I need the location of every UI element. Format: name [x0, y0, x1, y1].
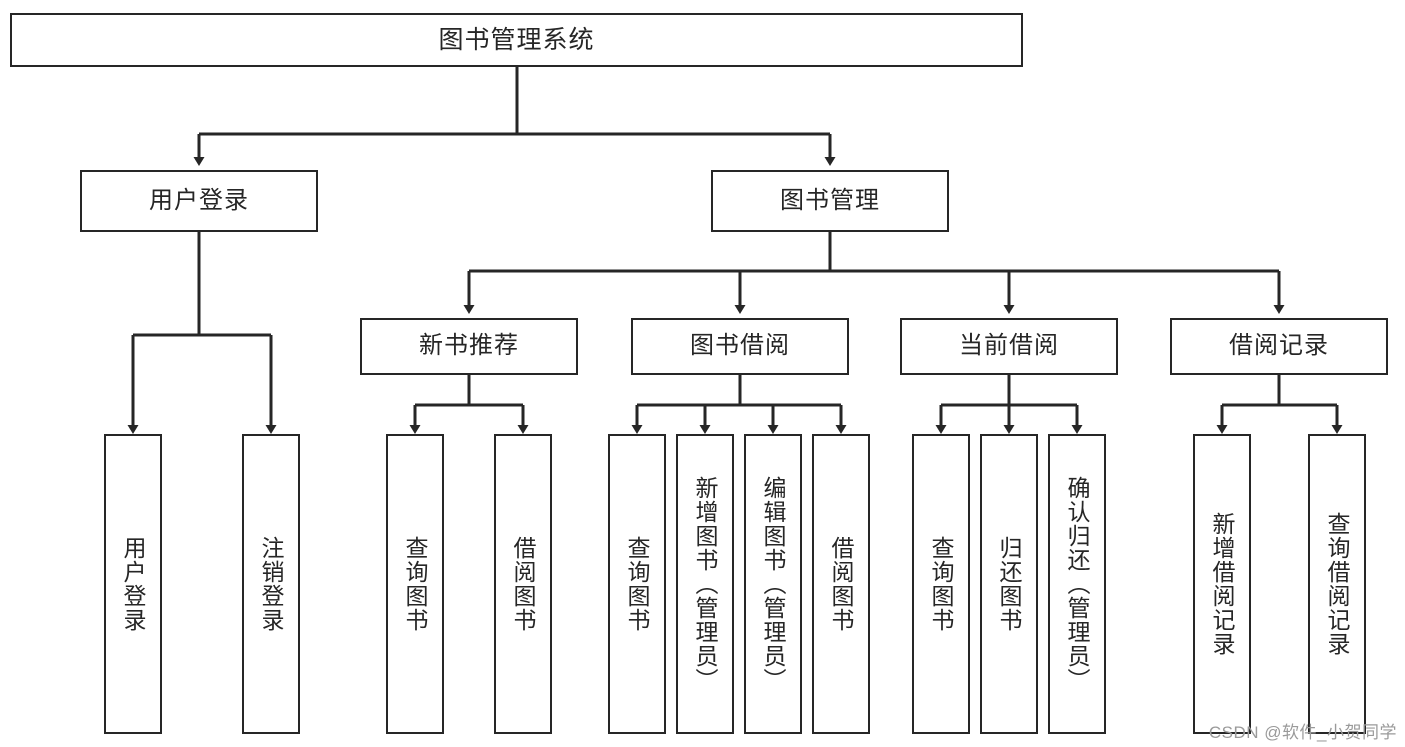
leaf-borrow-record-2-label: 查询借阅记录	[1324, 512, 1351, 656]
leaf-user-login-1[interactable]: 用户登录	[104, 434, 162, 734]
leaf-borrow-record-1[interactable]: 新增借阅记录	[1193, 434, 1251, 734]
leaf-book-borrow-3-label: 编辑图书（管理员）	[760, 476, 787, 692]
node-book-borrow[interactable]: 图书借阅	[631, 318, 849, 375]
leaf-user-login-2[interactable]: 注销登录	[242, 434, 300, 734]
leaf-current-borrow-3-label: 确认归还（管理员）	[1064, 476, 1091, 692]
leaf-user-login-1-label: 用户登录	[120, 536, 147, 632]
leaf-book-borrow-1[interactable]: 查询图书	[608, 434, 666, 734]
node-user-login-label: 用户登录	[149, 186, 249, 214]
node-current-borrow[interactable]: 当前借阅	[900, 318, 1118, 375]
node-new-book-recommend[interactable]: 新书推荐	[360, 318, 578, 375]
leaf-book-borrow-4[interactable]: 借阅图书	[812, 434, 870, 734]
leaf-book-borrow-4-label: 借阅图书	[828, 536, 855, 632]
leaf-book-borrow-2[interactable]: 新增图书（管理员）	[676, 434, 734, 734]
node-book-manage-label: 图书管理	[780, 186, 880, 214]
leaf-current-borrow-1[interactable]: 查询图书	[912, 434, 970, 734]
node-current-borrow-label: 当前借阅	[959, 332, 1059, 360]
leaf-new-book-1-label: 查询图书	[402, 536, 429, 632]
leaf-book-borrow-3[interactable]: 编辑图书（管理员）	[744, 434, 802, 734]
node-book-borrow-label: 图书借阅	[690, 332, 790, 360]
leaf-new-book-2-label: 借阅图书	[510, 536, 537, 632]
node-root[interactable]: 图书管理系统	[10, 13, 1023, 67]
leaf-borrow-record-2[interactable]: 查询借阅记录	[1308, 434, 1366, 734]
node-borrow-record-label: 借阅记录	[1229, 332, 1329, 360]
node-new-book-recommend-label: 新书推荐	[419, 332, 519, 360]
node-user-login[interactable]: 用户登录	[80, 170, 318, 232]
leaf-current-borrow-3[interactable]: 确认归还（管理员）	[1048, 434, 1106, 734]
watermark-text: CSDN @软件_小贺同学	[1208, 723, 1397, 742]
leaf-current-borrow-1-label: 查询图书	[928, 536, 955, 632]
node-root-label: 图书管理系统	[438, 26, 595, 54]
leaf-book-borrow-1-label: 查询图书	[624, 536, 651, 632]
leaf-user-login-2-label: 注销登录	[258, 536, 285, 632]
leaf-current-borrow-2-label: 归还图书	[996, 536, 1023, 632]
leaf-current-borrow-2[interactable]: 归还图书	[980, 434, 1038, 734]
node-borrow-record[interactable]: 借阅记录	[1170, 318, 1388, 375]
leaf-book-borrow-2-label: 新增图书（管理员）	[692, 476, 719, 692]
leaf-new-book-2[interactable]: 借阅图书	[494, 434, 552, 734]
node-book-manage[interactable]: 图书管理	[711, 170, 949, 232]
leaf-new-book-1[interactable]: 查询图书	[386, 434, 444, 734]
leaf-borrow-record-1-label: 新增借阅记录	[1209, 512, 1236, 656]
